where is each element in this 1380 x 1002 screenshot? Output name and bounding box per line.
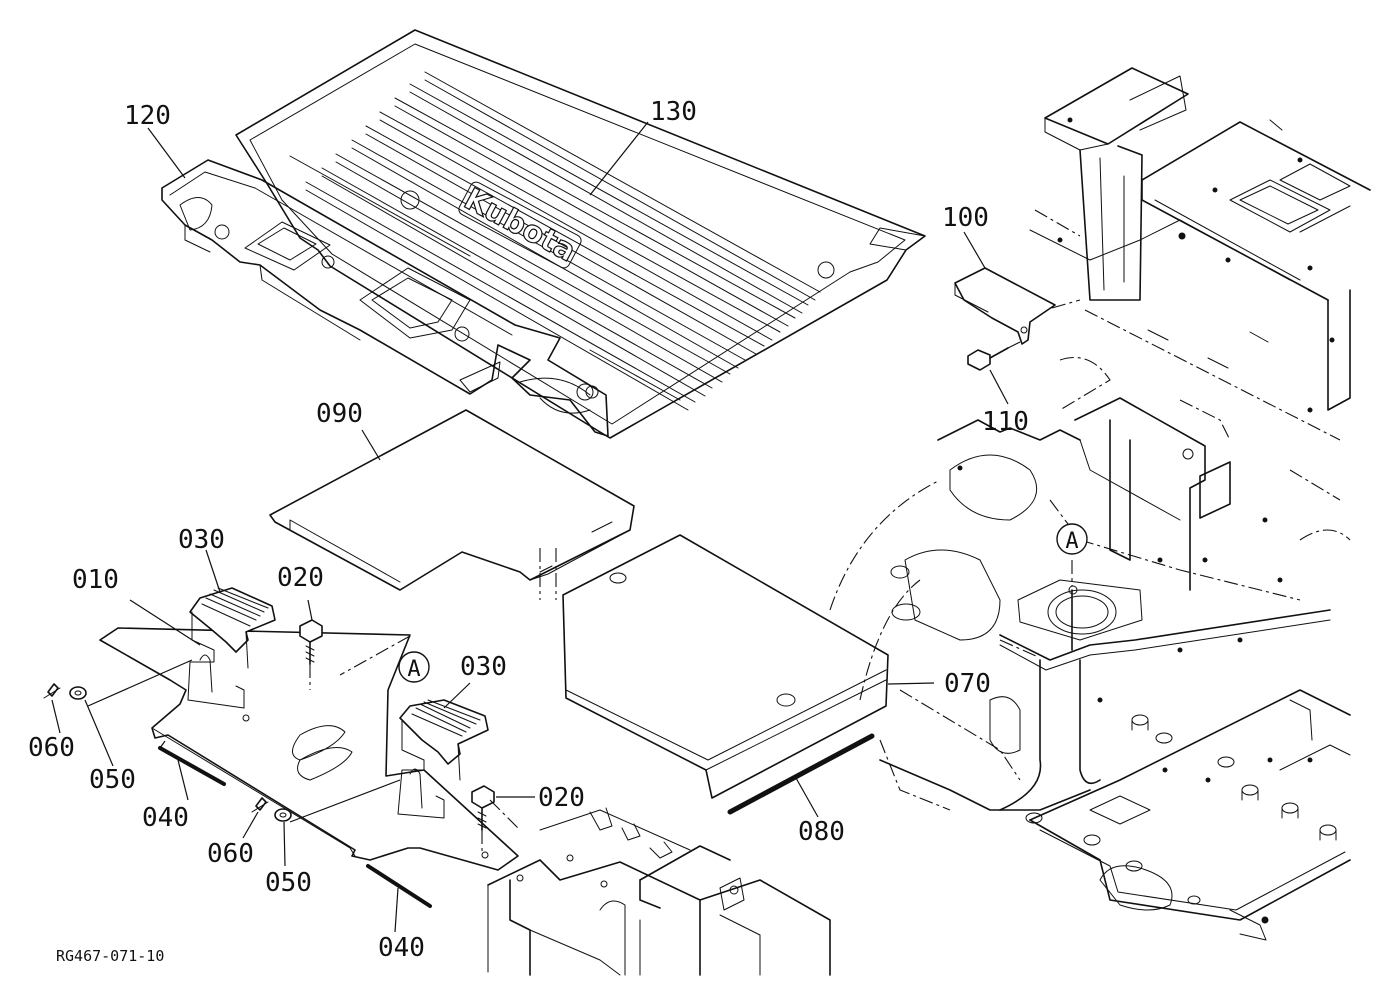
chassis-frame: [829, 356, 1351, 941]
leader-lines: [51, 121, 1009, 933]
label-040-upper: 040: [142, 803, 189, 833]
frame-upper-right: [1029, 67, 1371, 441]
label-070: 070: [944, 669, 991, 699]
label-020-lower: 020: [538, 783, 585, 813]
label-120: 120: [124, 101, 171, 131]
part-labels: 120 130 100 090 110 030 020 010 030 070 …: [28, 97, 1029, 963]
pedal-030-right: [397, 699, 489, 819]
cotter-pin-060-left: [43, 683, 61, 699]
shaft-040-upper: [158, 740, 226, 786]
label-080: 080: [798, 817, 845, 847]
label-060-left: 060: [28, 733, 75, 763]
label-060-right: 060: [207, 839, 254, 869]
reference-a-left: A: [398, 651, 430, 683]
strip-080: [727, 733, 875, 815]
figure-code: RG467-071-10: [56, 947, 164, 965]
label-040-lower: 040: [378, 933, 425, 963]
washer-050-right: [274, 808, 292, 822]
label-030-right: 030: [460, 652, 507, 682]
reference-a-left-text: A: [407, 657, 420, 682]
base-plate-010: [99, 627, 519, 871]
label-010: 010: [72, 565, 119, 595]
alignment-lines: [309, 299, 1081, 852]
bolt-020-lower: [471, 785, 495, 831]
plate-090: [269, 409, 635, 591]
label-050-right: 050: [265, 868, 312, 898]
bracket-100: [954, 267, 1056, 345]
cotter-pin-060-right: [251, 797, 269, 813]
cover-120: [161, 159, 609, 437]
label-090: 090: [316, 399, 363, 429]
reference-a-right-text: A: [1065, 529, 1078, 554]
floor-mat-130: Kubota: [235, 29, 926, 439]
washer-050-left: [69, 686, 87, 700]
shaft-040-lower: [366, 864, 432, 908]
label-050-left: 050: [89, 765, 136, 795]
label-130: 130: [650, 97, 697, 127]
reference-a-right: A: [1056, 523, 1088, 555]
label-110: 110: [982, 407, 1029, 437]
label-030-left: 030: [178, 525, 225, 555]
plate-070: [562, 534, 889, 799]
label-100: 100: [942, 203, 989, 233]
bolt-110: [967, 347, 1009, 371]
pedal-030-left: [187, 587, 276, 709]
control-linkage: [487, 799, 831, 976]
label-020-upper: 020: [277, 563, 324, 593]
